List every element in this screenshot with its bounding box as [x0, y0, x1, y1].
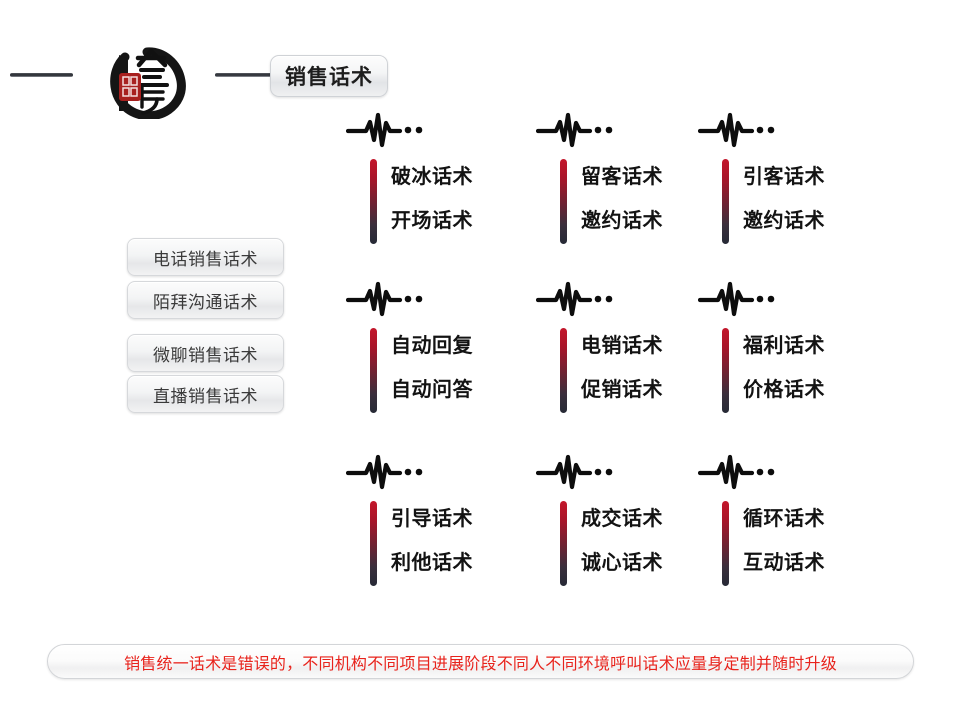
cell-label-line1: 电销话术 — [581, 335, 663, 357]
cell-labels: 自动回复 自动问答 — [391, 324, 526, 412]
accent-gradient-bar — [722, 328, 729, 413]
waveform-icon — [345, 452, 428, 492]
cell-labels: 循环话术 互动话术 — [743, 497, 878, 585]
page-title[interactable]: 销售话术 — [270, 55, 388, 97]
cell-labels: 破冰话术 开场话术 — [391, 155, 526, 243]
accent-gradient-bar — [560, 328, 567, 413]
waveform-icon — [345, 279, 428, 319]
grid-cell[interactable]: 自动回复 自动问答 — [338, 279, 523, 419]
cell-label-line1: 福利话术 — [743, 335, 825, 357]
brand-logo — [101, 41, 197, 121]
grid-cell[interactable]: 引导话术 利他话术 — [338, 452, 523, 592]
cell-labels: 福利话术 价格话术 — [743, 324, 878, 412]
sidebar-item-livestream-sales[interactable]: 直播销售话术 — [127, 375, 284, 413]
sidebar-item-phone-sales[interactable]: 电话销售话术 — [127, 238, 284, 276]
cell-label-line2: 诚心话术 — [581, 552, 663, 574]
cell-label-line1: 自动回复 — [391, 335, 473, 357]
header-left-rule — [10, 73, 73, 77]
waveform-icon — [345, 110, 428, 150]
footer-note-text: 销售统一话术是错误的，不同机构不同项目进展阶段不同人不同环境呼叫话术应量身定制并… — [124, 655, 837, 673]
cell-labels: 留客话术 邀约话术 — [581, 155, 716, 243]
grid-cell[interactable]: 福利话术 价格话术 — [690, 279, 875, 419]
cell-label-line2: 自动问答 — [391, 379, 473, 401]
waveform-icon — [535, 279, 618, 319]
grid-cell[interactable]: 破冰话术 开场话术 — [338, 110, 523, 250]
sidebar-item-cold-visit[interactable]: 陌拜沟通话术 — [127, 281, 284, 319]
cell-labels: 引客话术 邀约话术 — [743, 155, 878, 243]
cell-label-line2: 价格话术 — [743, 379, 825, 401]
cell-label-line2: 利他话术 — [391, 552, 473, 574]
grid-cell[interactable]: 电销话术 促销话术 — [528, 279, 713, 419]
waveform-icon — [535, 110, 618, 150]
grid-cell[interactable]: 引客话术 邀约话术 — [690, 110, 875, 250]
grid-cell[interactable]: 成交话术 诚心话术 — [528, 452, 713, 592]
accent-gradient-bar — [560, 159, 567, 244]
waveform-icon — [697, 452, 780, 492]
grid-cell[interactable]: 循环话术 互动话术 — [690, 452, 875, 592]
cell-label-line2: 邀约话术 — [581, 210, 663, 232]
grid-cell[interactable]: 留客话术 邀约话术 — [528, 110, 713, 250]
accent-gradient-bar — [560, 501, 567, 586]
cell-label-line1: 留客话术 — [581, 166, 663, 188]
title-connector-line — [215, 73, 281, 77]
cell-labels: 引导话术 利他话术 — [391, 497, 526, 585]
cell-label-line1: 成交话术 — [581, 508, 663, 530]
footer-note-banner: 销售统一话术是错误的，不同机构不同项目进展阶段不同人不同环境呼叫话术应量身定制并… — [47, 644, 914, 679]
accent-gradient-bar — [370, 328, 377, 413]
sidebar-item-wechat-sales[interactable]: 微聊销售话术 — [127, 334, 284, 372]
cell-labels: 电销话术 促销话术 — [581, 324, 716, 412]
accent-gradient-bar — [370, 159, 377, 244]
accent-gradient-bar — [722, 501, 729, 586]
waveform-icon — [697, 110, 780, 150]
cell-label-line2: 互动话术 — [743, 552, 825, 574]
cell-labels: 成交话术 诚心话术 — [581, 497, 716, 585]
cell-label-line1: 循环话术 — [743, 508, 825, 530]
cell-label-line1: 引客话术 — [743, 166, 825, 188]
waveform-icon — [535, 452, 618, 492]
cell-label-line1: 破冰话术 — [391, 166, 473, 188]
cell-label-line2: 促销话术 — [581, 379, 663, 401]
accent-gradient-bar — [370, 501, 377, 586]
accent-gradient-bar — [722, 159, 729, 244]
cell-label-line2: 开场话术 — [391, 210, 473, 232]
waveform-icon — [697, 279, 780, 319]
cell-label-line2: 邀约话术 — [743, 210, 825, 232]
cell-label-line1: 引导话术 — [391, 508, 473, 530]
